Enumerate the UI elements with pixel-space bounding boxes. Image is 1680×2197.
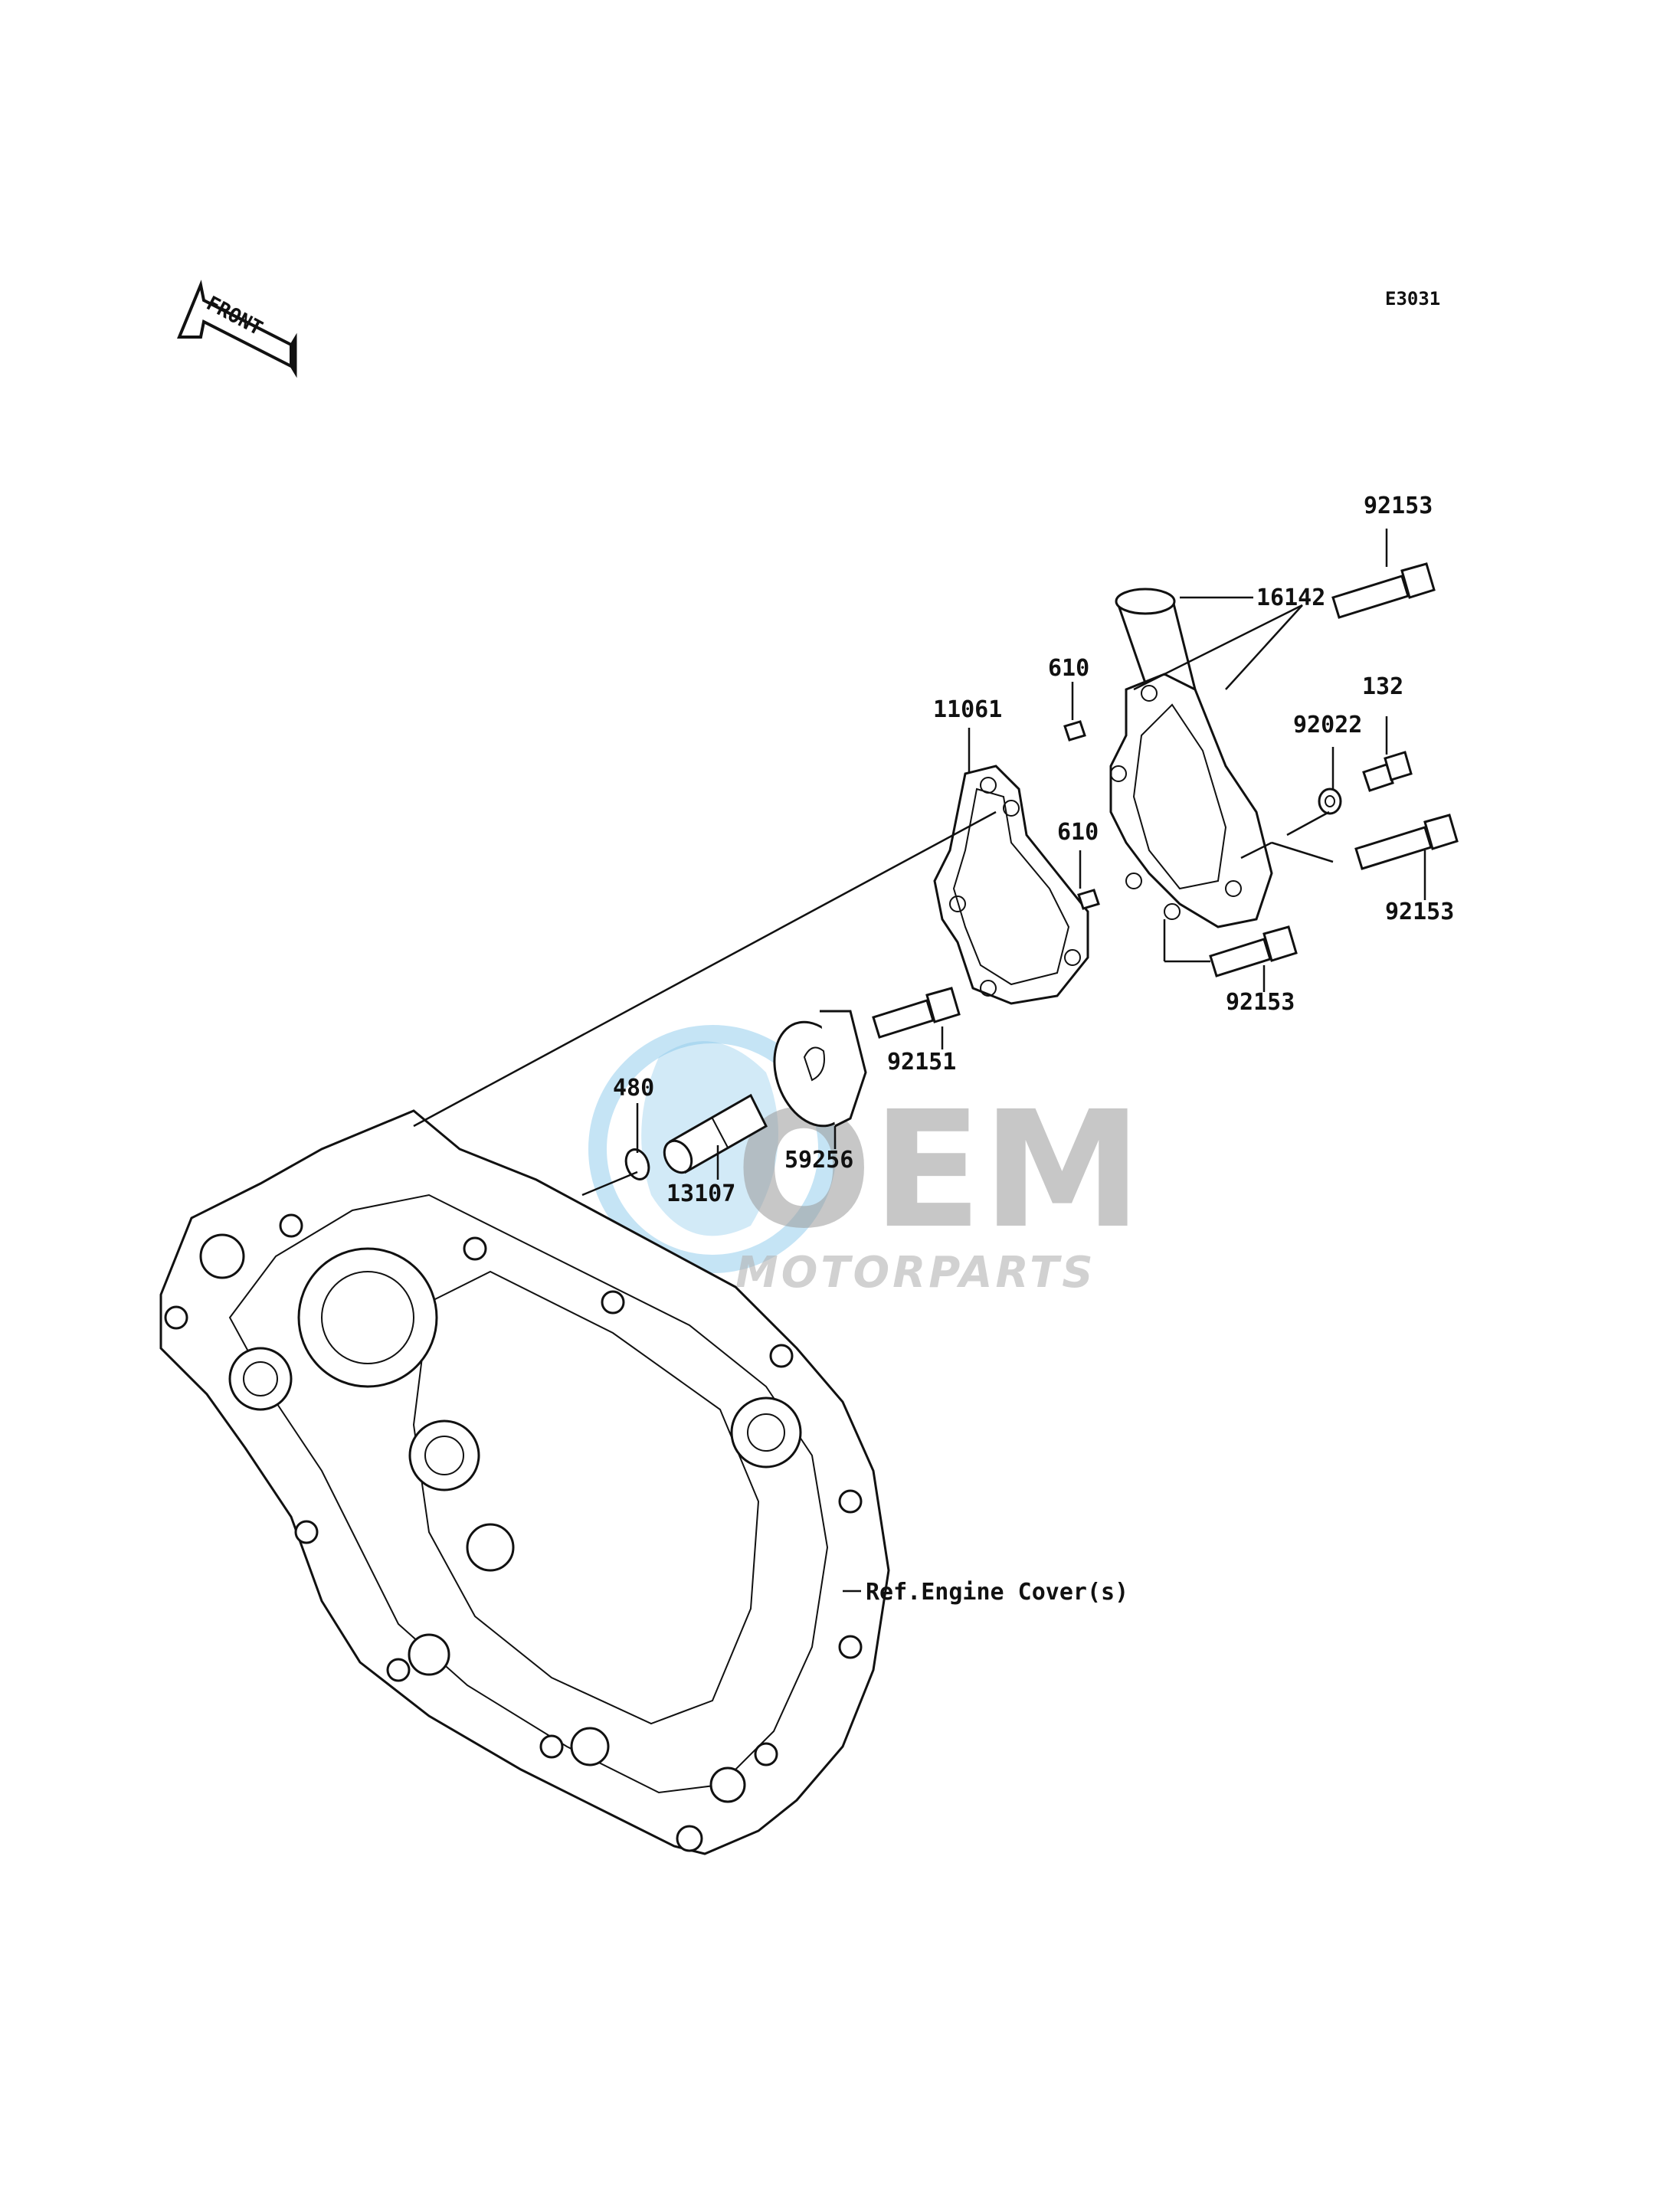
engine-cover <box>159 1109 890 1855</box>
label-132: 132 <box>1362 673 1403 700</box>
circlip-480 <box>624 1148 650 1180</box>
shaft-13107 <box>663 1093 768 1174</box>
bolt-132 <box>1362 751 1413 792</box>
label-16142: 16142 <box>1256 584 1325 611</box>
label-92151: 92151 <box>887 1049 956 1076</box>
washer-92022 <box>1318 787 1342 815</box>
label-92153-low: 92153 <box>1226 989 1295 1016</box>
leader-lines <box>413 529 1426 1593</box>
label-480: 480 <box>613 1075 654 1102</box>
impeller-59256 <box>773 1010 867 1128</box>
label-92153-top: 92153 <box>1364 493 1433 519</box>
label-11061: 11061 <box>933 696 1002 723</box>
label-92153-right: 92153 <box>1385 899 1454 925</box>
label-610-top: 610 <box>1048 655 1089 682</box>
label-13107: 13107 <box>666 1180 735 1207</box>
bolt-92153-top <box>1331 562 1436 619</box>
diagram-code: E3031 <box>1385 288 1440 309</box>
dowel-pin-610-mid <box>1077 889 1100 910</box>
gasket-11061 <box>933 765 1089 1005</box>
watermark-sub: MOTORPARTS <box>735 1248 1096 1298</box>
label-engine-cover-ref: Ref.Engine Cover(s) <box>866 1579 1128 1606</box>
label-59256: 59256 <box>784 1147 853 1174</box>
label-92022: 92022 <box>1293 712 1362 738</box>
bolt-92153-right <box>1354 814 1459 870</box>
label-610-mid: 610 <box>1057 819 1099 846</box>
dowel-pin-610-top <box>1063 720 1086 742</box>
bolt-92151 <box>872 987 961 1039</box>
bolt-92153-low <box>1209 925 1298 977</box>
pump-cover-16142 <box>1109 588 1273 928</box>
front-arrow-icon: FRONT <box>177 280 297 378</box>
